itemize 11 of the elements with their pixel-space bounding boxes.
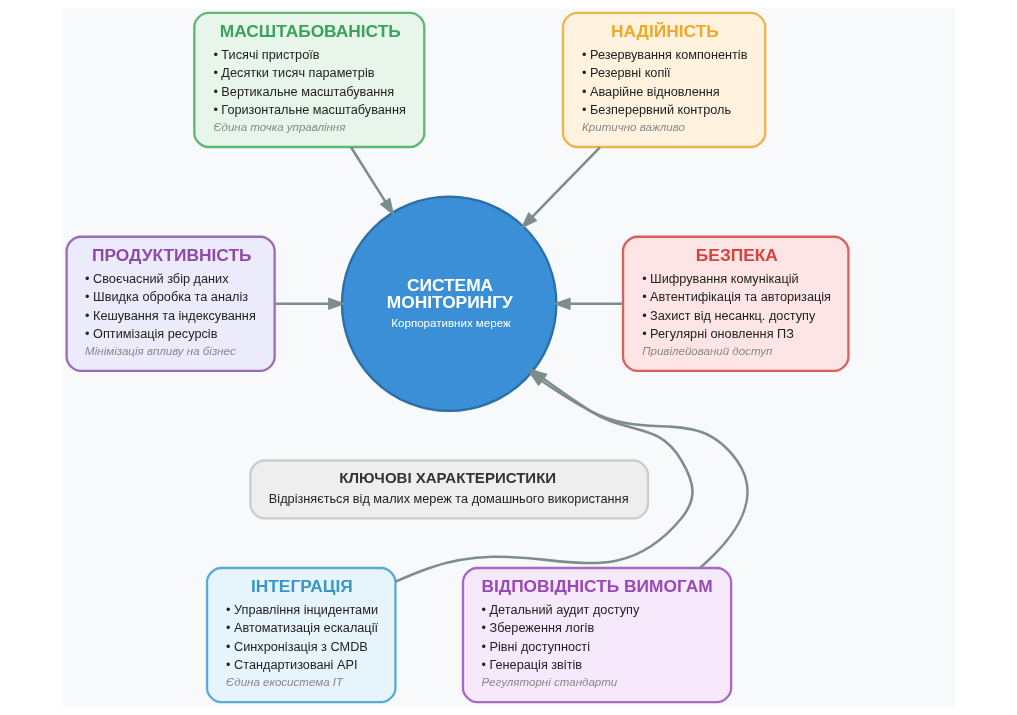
node-box: ПРОДУКТИВНІСТЬ • Своєчасний збір даних • Швидка обробка та аналіз • Кешування та індексування • Оптимізація ресурсів Мінімізація впливу на бізнес [65,235,276,372]
arrow [520,146,601,230]
node-box: БЕЗПЕКА • Шифрування комунікацій • Автентифікація та авторизація • Захист від несанкц. доступу • Регулярні оновлення ПЗ Привілейований доступ [621,235,850,372]
arrow [552,297,623,310]
node-box: ВІДПОВІДНІСТЬ ВИМОГАМ • Детальний аудит доступу • Збереження логів • Рівні доступності • Генерація звітів Регуляторні стандарти [461,566,733,704]
arrow [275,297,346,310]
node-box: ІНТЕГРАЦІЯ • Управління інцидентами • Автоматизація ескалації • Синхронізація з CMDB • Стандартизовані API Єдина екосистема IT [205,566,397,704]
node-box: НАДІЙНІСТЬ • Резервування компонентів • Резервні копії • Аварійне відновлення • Безперервний контроль Критично важливо [561,11,767,149]
node-box: МАСШТАБОВАНІСТЬ • Тисячі пристроїв • Десятки тисяч параметрів • Вертикальне масштабування • Горизонтальне масштабування Єдина точка управління [193,11,426,149]
node-box: КЛЮЧОВІ ХАРАКТЕРИСТИКИ Відрізняється від малих мереж та домашнього використання [249,459,650,520]
arrow [350,146,395,216]
